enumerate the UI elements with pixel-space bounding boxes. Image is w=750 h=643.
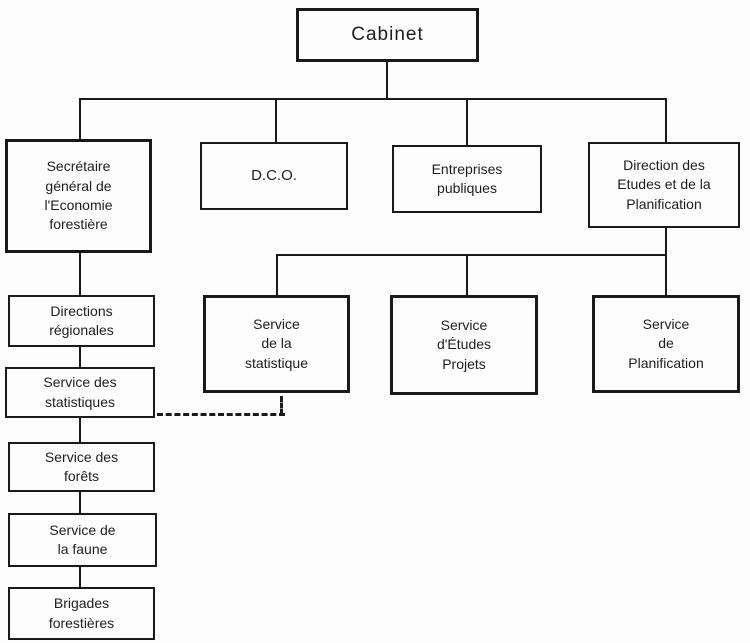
connector-to-dco	[275, 99, 277, 142]
node-directions-regionales-label: Directions régionales	[49, 302, 114, 338]
connector-to-secretaire	[79, 99, 81, 139]
node-entreprises-publiques: Entreprises publiques	[392, 145, 542, 213]
node-brigades-forestieres: Brigades forestières	[8, 587, 155, 640]
node-service-des-statistiques: Service des statistiques	[5, 367, 155, 418]
connector-secretaire-dirregionales	[79, 253, 81, 295]
node-service-de-planification-label: Service de Planification	[628, 316, 704, 371]
node-brigades-forestieres-label: Brigades forestières	[48, 595, 115, 631]
node-secretaire-general: Secrétaire général de l'Economie foresti…	[5, 139, 152, 253]
connector-statistiques-forets	[79, 418, 81, 442]
node-directions-regionales: Directions régionales	[8, 295, 155, 347]
node-cabinet: Cabinet	[296, 8, 479, 62]
node-service-etudes-projets: Service d'Études Projets	[390, 295, 538, 395]
node-entreprises-publiques-label: Entreprises publiques	[431, 160, 503, 196]
connector-mid-horizontal	[276, 254, 667, 256]
node-secretaire-general-label: Secrétaire général de l'Economie foresti…	[44, 158, 113, 233]
dashed-link-horizontal	[157, 413, 285, 416]
connector-cabinet-stub	[386, 62, 388, 99]
node-dco: D.C.O.	[200, 142, 348, 210]
node-service-de-la-faune-label: Service de la faune	[49, 521, 116, 557]
connector-to-direction	[665, 99, 667, 142]
node-service-des-forets: Service des forêts	[8, 442, 155, 492]
node-service-etudes-projets-label: Service d'Études Projets	[436, 317, 492, 372]
connector-to-service-planification	[665, 255, 667, 295]
node-cabinet-label: Cabinet	[351, 23, 424, 45]
connector-top-horizontal	[79, 98, 667, 100]
connector-to-entreprises	[466, 99, 468, 145]
node-dco-label: D.C.O.	[251, 166, 297, 184]
connector-to-service-etudes	[466, 255, 468, 295]
node-service-des-statistiques-label: Service des statistiques	[43, 374, 117, 410]
node-service-de-la-faune: Service de la faune	[8, 513, 157, 567]
node-service-de-la-statistique: Service de la statistique	[203, 295, 350, 393]
node-service-de-la-statistique-label: Service de la statistique	[244, 316, 309, 371]
connector-to-service-statistique	[276, 255, 278, 295]
node-direction-etudes-planification: Direction des Etudes et de la Planificat…	[588, 142, 740, 228]
node-direction-etudes-planification-label: Direction des Etudes et de la Planificat…	[617, 157, 711, 212]
node-service-de-planification: Service de Planification	[592, 295, 740, 393]
connector-dirregionales-statistiques	[79, 347, 81, 367]
node-service-des-forets-label: Service des forêts	[44, 448, 119, 484]
dashed-link-vertical	[280, 396, 283, 415]
connector-faune-brigades	[79, 567, 81, 587]
connector-direction-stub	[665, 228, 667, 256]
connector-forets-faune	[79, 492, 81, 513]
